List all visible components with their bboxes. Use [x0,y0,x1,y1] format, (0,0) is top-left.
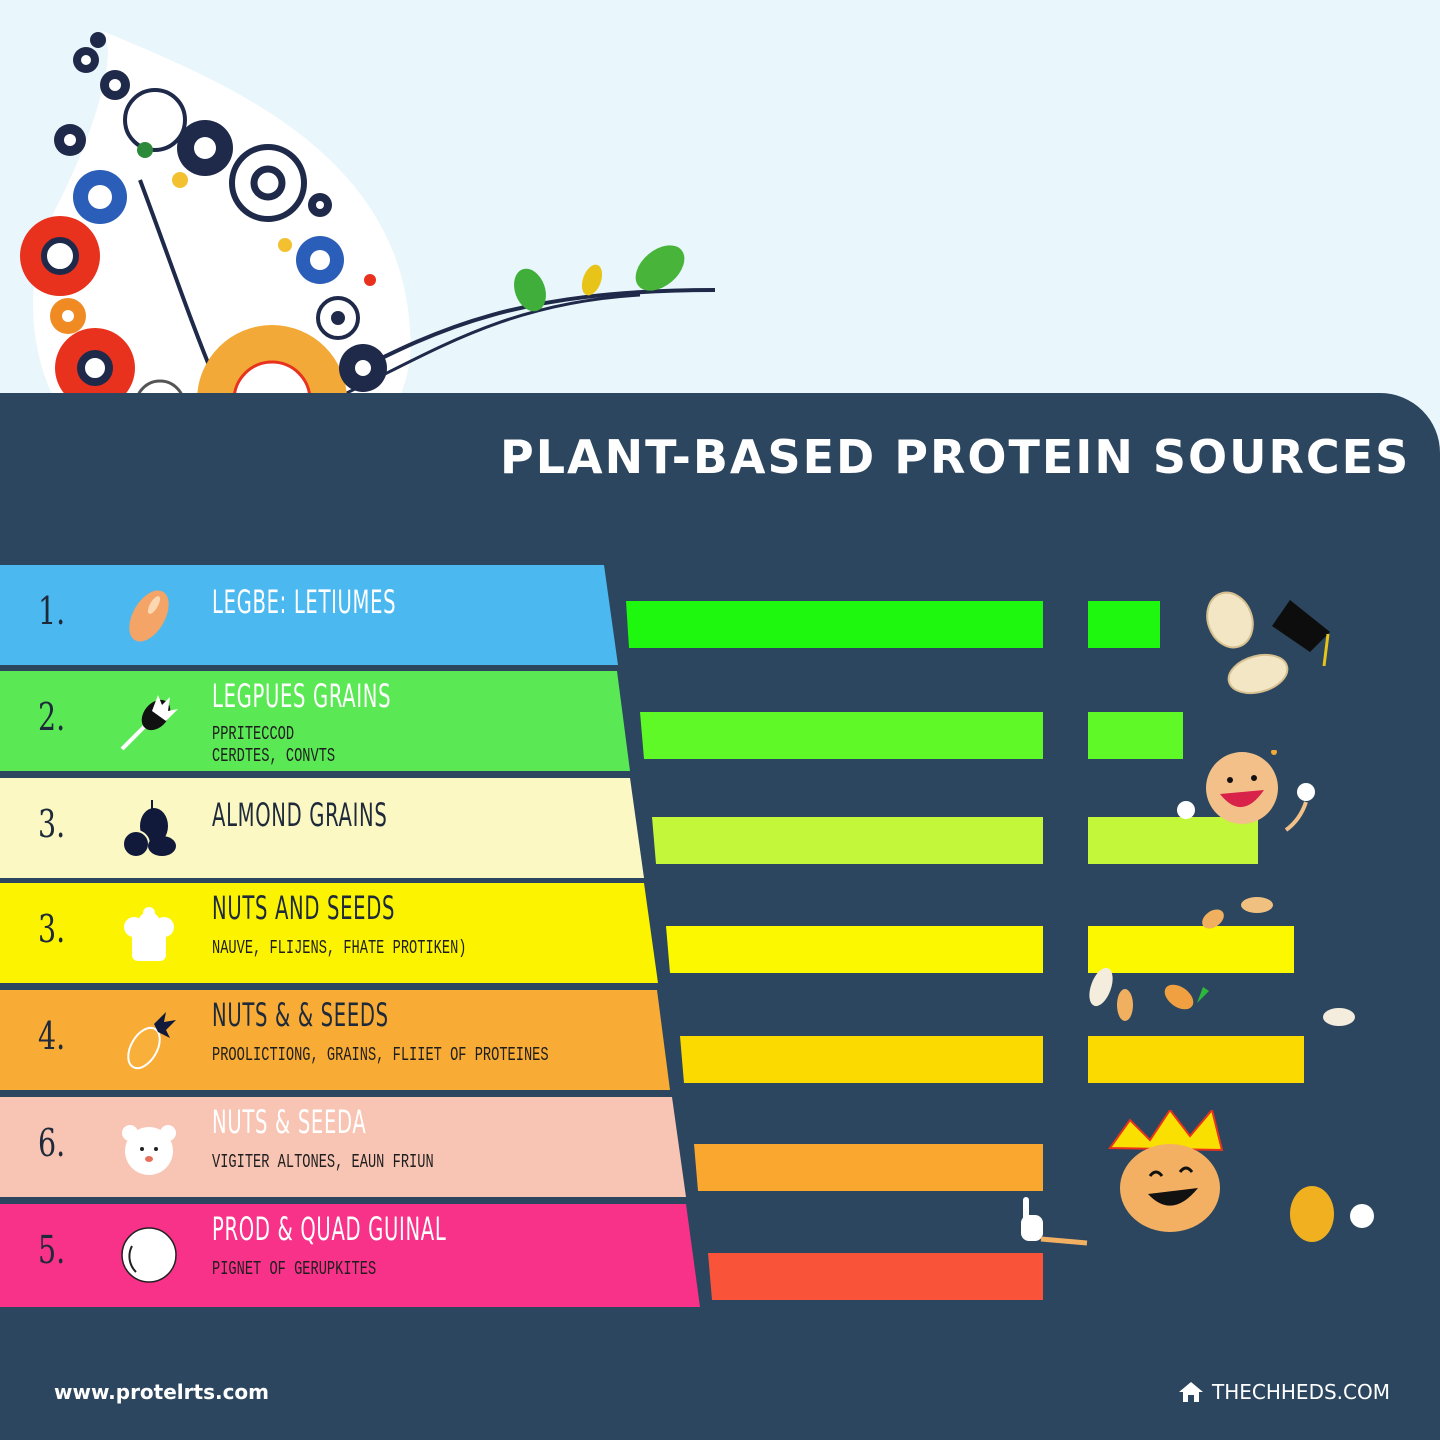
blueberries-icon [122,800,176,858]
row-subtext: PROOLICTIONG, GRAINS, FLIIET OF PROTEINE… [212,1044,549,1066]
thumbs-up-hand-icon [1021,1197,1088,1246]
row-label: PROD & QUAD GUINAL [212,1210,447,1248]
list-item-prod-quad-guinal: 5. PROD & QUAD GUINAL PIGNET OF GERUPKIT… [0,1204,700,1307]
crowned-nut-mascot-icon [1108,1110,1374,1242]
cauliflower-icon [124,907,174,961]
row-subtext: PIGNET OF GERUPKITES [212,1258,377,1280]
row-label: LEGBE: LETIUMES [212,583,397,621]
footer-url-link[interactable]: www.protelrts.com [54,1380,270,1404]
row-background [0,1204,700,1307]
primary-bar-1 [626,601,1043,648]
row-background [0,671,630,771]
primary-bar-5 [680,1036,1043,1083]
row-subtext: CERDTES, CONVTS [212,745,336,767]
row-label: NUTS AND SEEDS [212,889,396,927]
primary-bar-6 [694,1144,1043,1191]
list-item-nuts-seeda: 6. NUTS & SEEDA VIGITER ALTONES, EAUN FR… [0,1097,686,1197]
row-label: ALMOND GRAINS [212,796,388,834]
bean-icon [129,590,169,642]
footer-brand-text: THECHHEDS.COM [1212,1380,1390,1404]
row-number: 6. [38,1121,66,1165]
row-number: 2. [38,695,66,739]
seed-pod-icon [127,1012,176,1070]
primary-bar-7 [708,1253,1043,1300]
list-item-almond-grains: 3. ALMOND GRAINS [0,778,644,878]
primary-bar-2 [640,712,1043,759]
row-number: 5. [38,1228,66,1272]
primary-bar-4 [666,926,1043,973]
row-label: LEGPUES GRAINS [212,677,392,715]
secondary-bar-5 [1088,1036,1304,1083]
secondary-bar-1 [1088,601,1160,648]
row-background [0,565,618,665]
row-number: 3. [38,802,66,846]
row-number: 1. [38,589,66,633]
white-sphere-icon [121,1227,177,1283]
falling-seeds-icon [1089,967,1355,1026]
list-item-nuts-and-seeds: 3. NUTS AND SEEDS NAUVE, FLIJENS, FHATE … [0,883,658,983]
row-number: 4. [38,1014,66,1058]
bear-face-icon [122,1125,176,1175]
row-subtext: NAUVE, FLIJENS, FHATE PROTIKEN) [212,937,467,959]
house-icon [1179,1382,1203,1402]
row-background [0,990,670,1090]
row-subtext: PPRITECCOD [212,723,295,745]
footer-brand-link[interactable]: THECHHEDS.COM [1178,1380,1390,1404]
list-item-legumes-grains: 2. LEGPUES GRAINS PPRITECCOD CERDTES, CO… [0,671,630,771]
row-number: 3. [38,907,66,951]
list-item-nuts-seeds-2: 4. NUTS & & SEEDS PROOLICTIONG, GRAINS, … [0,990,670,1090]
row-background [0,778,644,878]
secondary-bar-2 [1088,712,1183,759]
flower-sprout-icon [120,695,178,751]
row-label: NUTS & SEEDA [212,1103,367,1141]
smiling-nut-mascot-icon [1177,750,1315,832]
row-background [0,883,658,983]
seeds-icon [1202,897,1273,929]
primary-bar-3 [652,817,1043,864]
graduation-nut-icon [1206,591,1330,695]
page-title: PLANT-BASED PROTEIN SOURCES [500,430,1411,484]
secondary-bar-3 [1088,817,1258,864]
list-item-legumes: 1. LEGBE: LETIUMES [0,565,618,665]
secondary-bar-4 [1088,926,1294,973]
row-label: NUTS & & SEEDS [212,996,389,1034]
row-subtext: VIGITER ALTONES, EAUN FRIUN [212,1151,434,1173]
row-background [0,1097,686,1197]
